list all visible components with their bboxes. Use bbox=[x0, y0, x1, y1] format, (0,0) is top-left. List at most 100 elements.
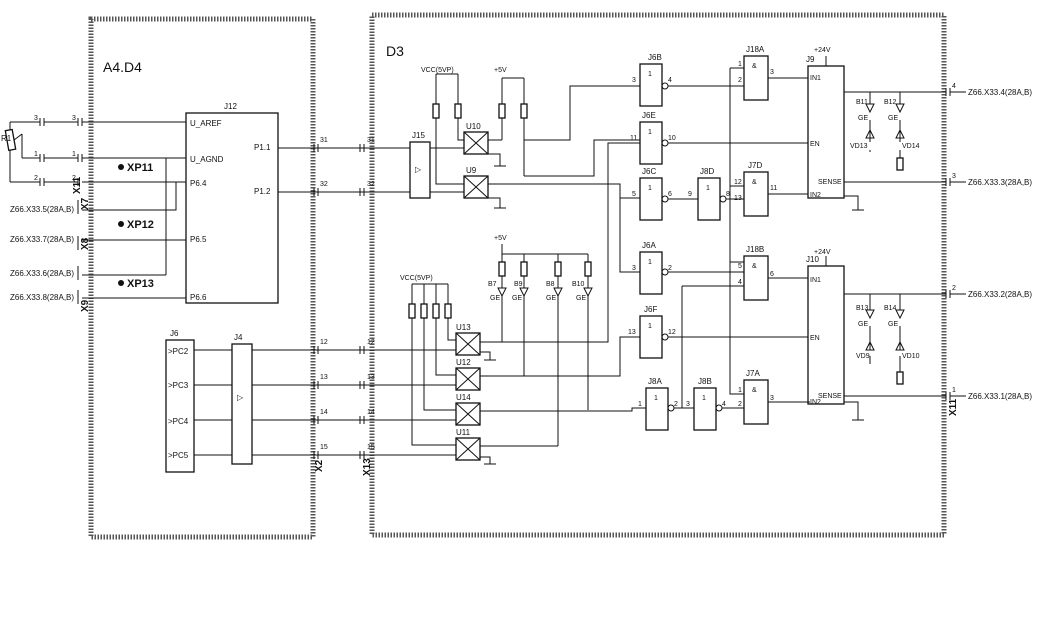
svg-text:14: 14 bbox=[320, 409, 328, 416]
lower-opto-outputs bbox=[480, 142, 646, 447]
gate-j6c: J6C 1 5 6 bbox=[632, 167, 672, 221]
svg-text:J15: J15 bbox=[412, 131, 425, 140]
connector-x8: X8 bbox=[80, 237, 91, 250]
svg-text:GE: GE bbox=[858, 115, 868, 122]
gate-j6a: J6A 1 3 2 bbox=[632, 241, 672, 295]
connector-x11-right: X11 bbox=[948, 398, 959, 416]
opto-u11: U11 bbox=[455, 428, 481, 461]
pullup-wires-top bbox=[435, 73, 525, 104]
bottom-gate-wires bbox=[674, 262, 810, 409]
svg-text:J8A: J8A bbox=[648, 377, 662, 386]
gate-j8d: J8D 1 9 8 bbox=[688, 167, 730, 221]
svg-text:14: 14 bbox=[367, 409, 375, 416]
svg-text:4: 4 bbox=[722, 401, 726, 408]
led-rail bbox=[501, 244, 589, 262]
svg-text:J9: J9 bbox=[806, 55, 815, 64]
svg-text:1: 1 bbox=[702, 395, 706, 402]
gate-j8b: J8B 1 3 4 bbox=[686, 377, 726, 431]
svg-text:B10: B10 bbox=[572, 281, 585, 288]
svg-text:B9: B9 bbox=[514, 281, 523, 288]
svg-text:>PC5: >PC5 bbox=[168, 451, 189, 460]
svg-text:15: 15 bbox=[367, 444, 375, 451]
svg-text:11: 11 bbox=[770, 185, 777, 192]
opto-u9: U9 bbox=[463, 166, 489, 199]
svg-text:EN: EN bbox=[810, 141, 820, 148]
svg-text:U_AGND: U_AGND bbox=[190, 155, 224, 164]
svg-text:J8B: J8B bbox=[698, 377, 712, 386]
svg-text:13: 13 bbox=[320, 374, 328, 381]
svg-text:>PC2: >PC2 bbox=[168, 347, 189, 356]
svg-text:J6C: J6C bbox=[642, 167, 656, 176]
svg-text:VD13: VD13 bbox=[850, 143, 868, 150]
connector-x11-left: X11 bbox=[72, 176, 83, 194]
svg-text:IN2: IN2 bbox=[810, 399, 821, 406]
j6-j4-wires bbox=[194, 349, 232, 456]
svg-text:6: 6 bbox=[668, 191, 672, 198]
upper-logic-wires bbox=[524, 85, 640, 199]
output-label-3: Z66.X33.2(28A,B) bbox=[968, 290, 1032, 299]
opto-bottom-grounds bbox=[480, 351, 496, 465]
svg-text:9: 9 bbox=[688, 191, 692, 198]
svg-text:+24V: +24V bbox=[814, 249, 831, 256]
svg-text:J7A: J7A bbox=[746, 369, 760, 378]
svg-text:2: 2 bbox=[674, 401, 678, 408]
svg-text:1: 1 bbox=[648, 71, 652, 78]
lower-output-leds: B13 B14 GE GE VD9 VD10 bbox=[856, 294, 920, 385]
svg-text:32: 32 bbox=[367, 181, 375, 188]
svg-text:2: 2 bbox=[72, 175, 76, 182]
svg-text:&: & bbox=[752, 387, 757, 394]
svg-text:3: 3 bbox=[632, 77, 636, 84]
svg-text:12: 12 bbox=[668, 329, 676, 336]
svg-text:U11: U11 bbox=[456, 428, 471, 437]
driver-j9: J9 +24V IN1 EN SENSE IN2 bbox=[806, 47, 845, 199]
svg-text:R1: R1 bbox=[1, 134, 12, 143]
svg-text:4: 4 bbox=[952, 83, 956, 90]
svg-text:J4: J4 bbox=[234, 333, 243, 342]
svg-text:J7D: J7D bbox=[748, 161, 762, 170]
svg-text:1: 1 bbox=[738, 387, 742, 394]
svg-text:1: 1 bbox=[648, 259, 652, 266]
svg-text:P1.2: P1.2 bbox=[254, 187, 271, 196]
svg-text:2: 2 bbox=[34, 175, 38, 182]
svg-text:+24V: +24V bbox=[814, 47, 831, 54]
opto-u10: U10 bbox=[463, 122, 489, 155]
svg-text:▷: ▷ bbox=[237, 393, 244, 402]
svg-text:U9: U9 bbox=[466, 166, 477, 175]
svg-text:1: 1 bbox=[648, 323, 652, 330]
svg-text:GE: GE bbox=[576, 295, 586, 302]
svg-text:>PC4: >PC4 bbox=[168, 417, 189, 426]
svg-text:13: 13 bbox=[367, 374, 375, 381]
svg-text:13: 13 bbox=[628, 329, 636, 336]
svg-text:1: 1 bbox=[638, 401, 642, 408]
gate-j6f: J6F 1 13 12 bbox=[628, 305, 676, 359]
output-label-2: Z66.X33.3(28A,B) bbox=[968, 178, 1032, 187]
driver-j10: J10 +24V IN1 EN SENSE IN2 bbox=[806, 249, 845, 406]
svg-text:B8: B8 bbox=[546, 281, 555, 288]
svg-text:VD10: VD10 bbox=[902, 353, 920, 360]
svg-text:U13: U13 bbox=[456, 323, 471, 332]
svg-text:J6B: J6B bbox=[648, 53, 662, 62]
j12-to-d3-lines: 31 32 31 32 bbox=[278, 137, 410, 196]
gate-j8a: J8A 1 1 2 bbox=[638, 377, 678, 431]
svg-text:IN1: IN1 bbox=[810, 75, 821, 82]
svg-text:32: 32 bbox=[320, 181, 328, 188]
svg-text:GE: GE bbox=[512, 295, 522, 302]
svg-text:8: 8 bbox=[726, 191, 730, 198]
svg-text:3: 3 bbox=[686, 401, 690, 408]
svg-text:1: 1 bbox=[654, 395, 658, 402]
pullup-wires-bottom bbox=[411, 283, 449, 304]
test-point-label-xp11: XP11 bbox=[127, 162, 153, 174]
connector-j6: J6 >PC2 >PC3 >PC4 >PC5 bbox=[165, 329, 195, 473]
svg-text:J6F: J6F bbox=[644, 305, 657, 314]
gate-j7d: J7D & 12 13 11 bbox=[734, 161, 777, 217]
ext-label-3: Z66.X33.6(28A,B) bbox=[10, 269, 74, 278]
svg-text:12: 12 bbox=[367, 339, 375, 346]
svg-text:B12: B12 bbox=[884, 99, 897, 106]
opto-u12: U12 bbox=[455, 358, 481, 391]
opto-top-wires bbox=[430, 118, 525, 193]
svg-text:10: 10 bbox=[668, 135, 676, 142]
svg-text:U10: U10 bbox=[466, 122, 481, 131]
svg-text:12: 12 bbox=[734, 179, 742, 186]
j10-out-wires bbox=[825, 256, 946, 421]
